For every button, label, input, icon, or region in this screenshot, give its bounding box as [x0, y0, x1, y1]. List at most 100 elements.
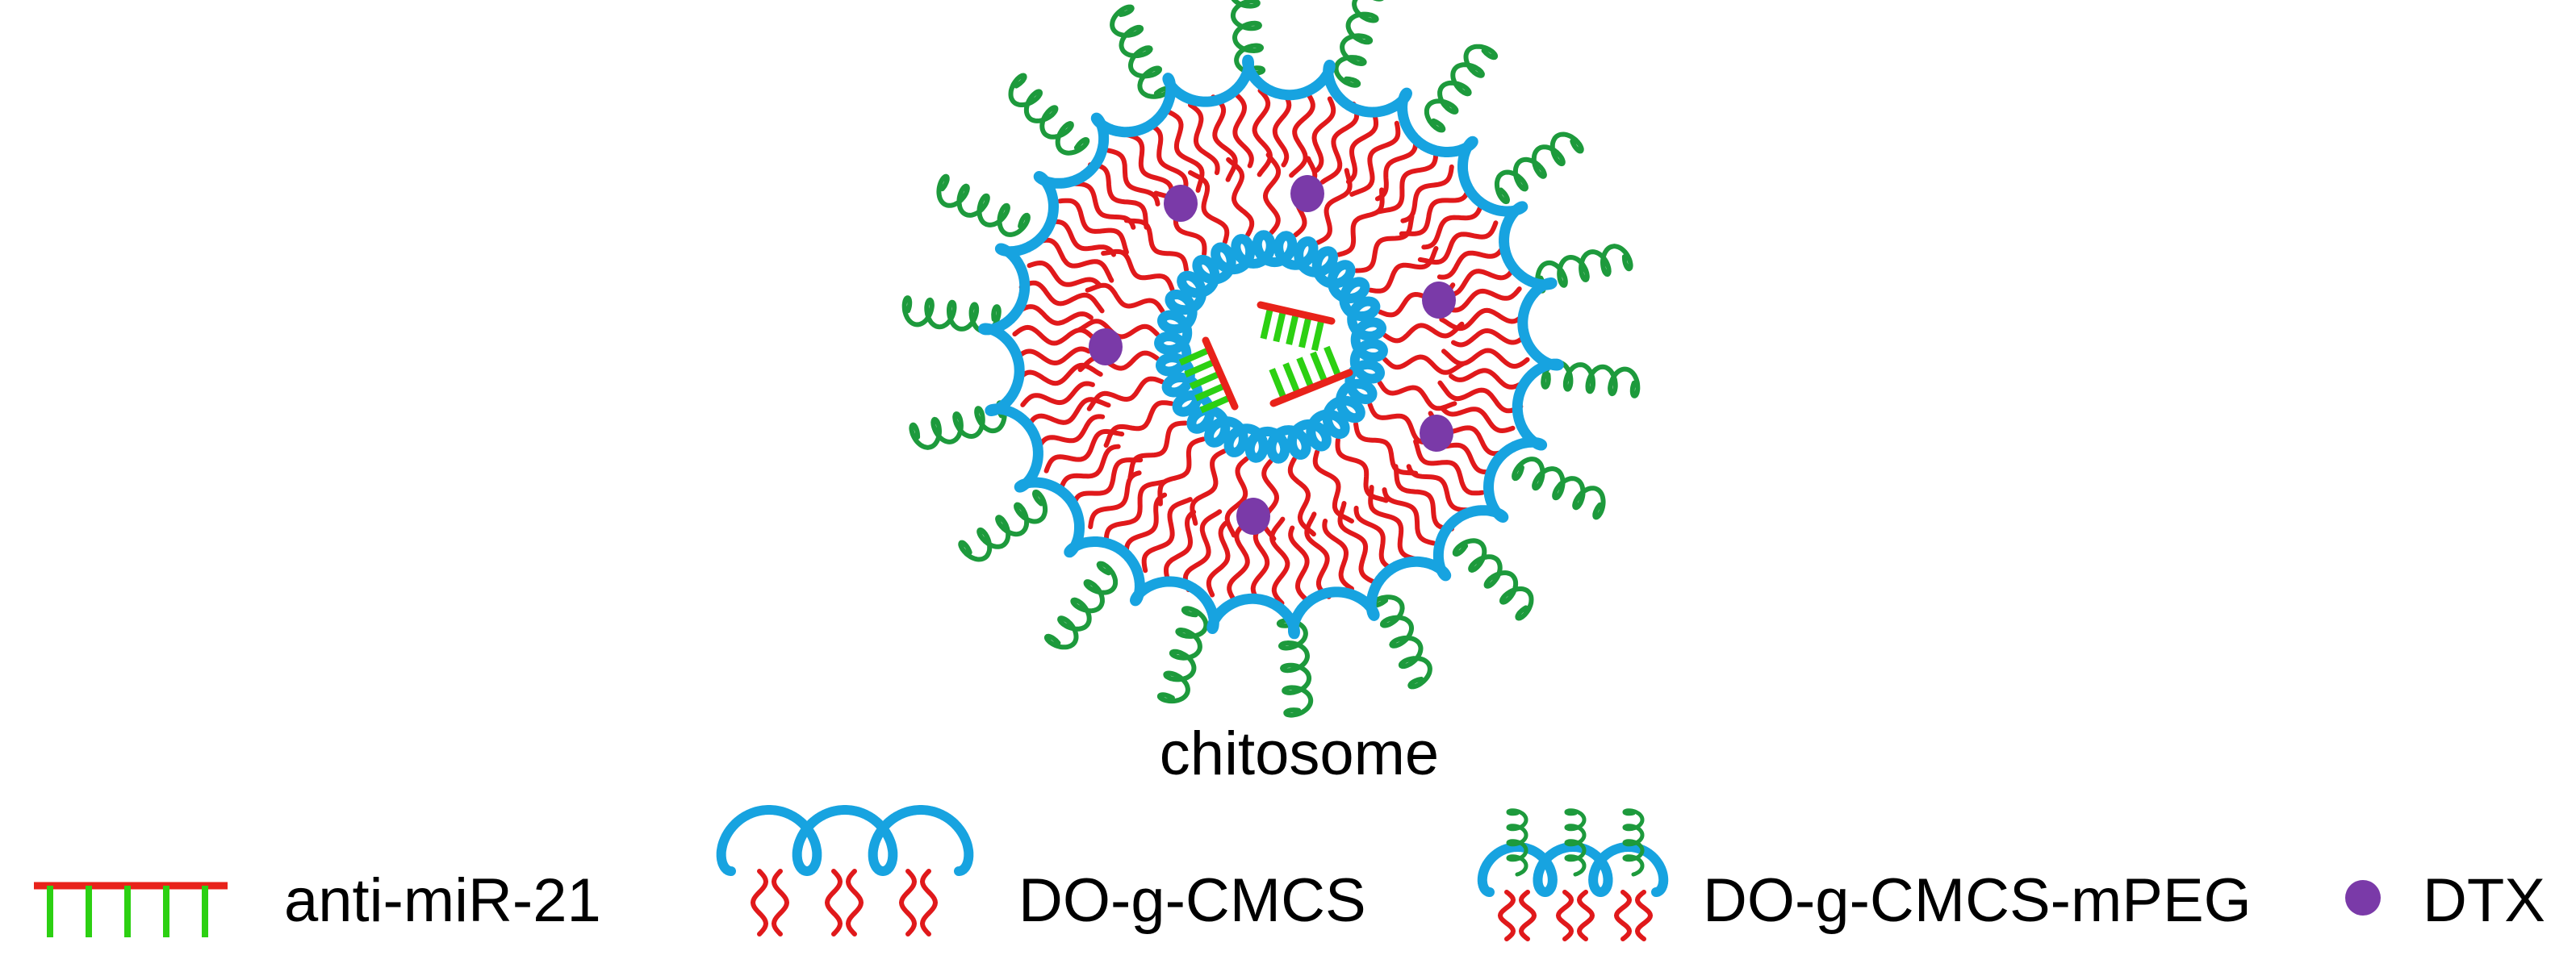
outer-backbone — [978, 54, 1564, 640]
tail-outer — [1269, 516, 1290, 606]
tail-outer — [1437, 380, 1524, 414]
legend-label-dtx: DTX — [2423, 866, 2545, 935]
tail-outer — [1123, 492, 1168, 560]
tail-outer — [1289, 90, 1315, 178]
tail-inner — [1336, 187, 1385, 257]
tail — [771, 869, 790, 937]
base — [1199, 394, 1232, 414]
dtx-molecules — [1089, 175, 1456, 535]
base — [1194, 382, 1227, 402]
tail-outer — [1272, 90, 1292, 168]
tail-outer — [1016, 304, 1094, 326]
tail-outer — [1103, 479, 1166, 546]
tail-inner — [1354, 214, 1415, 273]
tail-outer — [1436, 241, 1508, 280]
outer-cmcs-shell — [978, 54, 1564, 640]
tail-outer — [1393, 464, 1454, 532]
peg-coil — [1452, 538, 1534, 621]
tail-outer — [1012, 324, 1101, 346]
tail-inner — [1368, 246, 1439, 294]
tail-outer — [1034, 237, 1114, 283]
tail-outer — [1106, 148, 1160, 206]
tail-inner — [1085, 282, 1165, 314]
peg-coil — [1333, 0, 1384, 88]
peg-chain — [1506, 808, 1528, 877]
tail — [1634, 890, 1654, 941]
tail-outer — [1018, 280, 1105, 314]
tail-outer — [1451, 327, 1528, 348]
anti-mir-strand — [1257, 301, 1336, 352]
peg-coil — [1230, 0, 1266, 76]
tail-outer — [1252, 88, 1273, 177]
dtx-molecule — [1164, 185, 1198, 222]
tail-outer — [1046, 219, 1116, 257]
peg-coil — [1008, 73, 1090, 156]
tail-outer — [1441, 348, 1530, 369]
peg-coil — [1370, 594, 1432, 690]
tail-outer — [1406, 464, 1470, 513]
tail — [1613, 890, 1633, 941]
encapsulated-anti-mir-21 — [1178, 301, 1353, 414]
dtx-molecule — [1290, 175, 1324, 212]
base — [1184, 358, 1217, 378]
legend-label-anti-mir-21: anti-miR-21 — [284, 866, 601, 935]
tail-outer — [1439, 307, 1528, 332]
tail-outer — [1035, 414, 1106, 453]
tail-inner — [1377, 380, 1457, 411]
do-g-cmcs-mpeg-icon — [1477, 808, 1669, 941]
chitosome-caption: chitosome — [1160, 720, 1439, 788]
tail-outer — [1374, 134, 1419, 202]
base — [1282, 362, 1301, 395]
base — [1286, 312, 1299, 345]
tail — [824, 869, 843, 937]
peg-coil — [1276, 618, 1314, 718]
base — [1178, 346, 1211, 366]
tail-outer — [1322, 518, 1354, 591]
peg-coil — [936, 173, 1031, 237]
tail-outer — [1227, 515, 1253, 603]
tail-inner — [1287, 457, 1316, 537]
peg-coil — [909, 400, 1007, 450]
tail-outer — [1088, 470, 1142, 530]
backbone-strand — [1257, 301, 1336, 325]
tail-outer — [1337, 501, 1377, 585]
tail-inner — [1382, 354, 1466, 375]
tail-outer — [1368, 485, 1418, 561]
tail-outer — [1182, 509, 1223, 593]
peg-chain — [1564, 808, 1587, 877]
dtx-dot-icon — [2345, 880, 2381, 916]
tail-inner — [1086, 376, 1165, 411]
dtx-molecule — [1236, 498, 1270, 535]
inner-cmcs-shell — [1154, 230, 1388, 464]
tail-outer — [1345, 111, 1378, 185]
base — [1260, 306, 1274, 340]
tail-outer — [1025, 397, 1111, 430]
tail-outer — [1073, 181, 1136, 230]
anti-mir-strand — [1269, 345, 1353, 407]
hydrophobic-tails — [1012, 88, 1530, 606]
peg-coil — [1110, 4, 1172, 99]
legend-label-do-g-cmcs-mpeg: DO-g-CMCS-mPEG — [1703, 866, 2252, 935]
base — [1311, 318, 1325, 352]
legend-label-do-g-cmcs: DO-g-CMCS — [1018, 866, 1366, 935]
tail-outer — [1376, 148, 1439, 215]
tail — [1518, 890, 1537, 941]
tail-outer — [1311, 96, 1336, 173]
chitosome-particle — [901, 0, 1641, 718]
dtx-molecule — [1089, 328, 1123, 365]
tail-inner — [1157, 436, 1206, 507]
base — [1324, 345, 1342, 378]
tail-outer — [1319, 101, 1360, 185]
tail-outer — [1165, 109, 1205, 193]
tail-inner — [1224, 456, 1249, 538]
tail-inner — [1077, 350, 1160, 373]
peg-coil — [1424, 44, 1499, 133]
anti-mir-strand-icon — [34, 882, 228, 937]
peg-coil — [1494, 131, 1584, 205]
peg-coil — [958, 489, 1048, 562]
peg-coil — [1156, 606, 1209, 704]
tail-inner — [1123, 218, 1189, 273]
tail-inner — [1226, 156, 1255, 237]
tail — [845, 869, 864, 937]
base — [1269, 368, 1287, 401]
